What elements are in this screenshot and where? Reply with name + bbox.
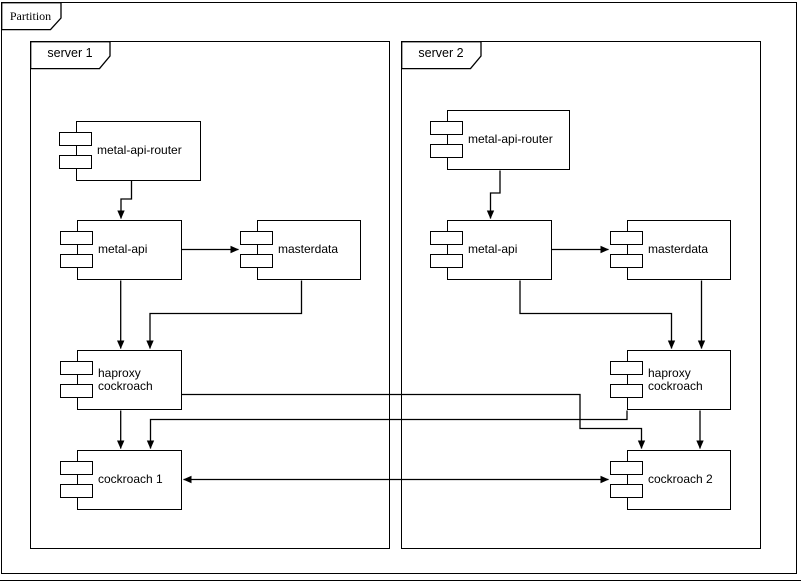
component-port-icon: [610, 484, 643, 498]
server2-label: server 2: [418, 46, 464, 60]
component-s2-metal-api-router: metal-api-router: [430, 110, 570, 170]
server1-label: server 1: [47, 46, 93, 60]
component-port-icon: [430, 144, 463, 158]
component-port-icon: [610, 361, 643, 375]
component-s2-haproxy-cockroach: haproxy cockroach: [610, 350, 731, 410]
component-label: haproxy cockroach: [98, 365, 153, 393]
component-label: haproxy cockroach: [648, 365, 703, 393]
component-port-icon: [60, 384, 93, 398]
server2-frame: [401, 41, 761, 549]
component-port-icon: [430, 231, 463, 245]
component-port-icon: [610, 384, 643, 398]
window-bottom-border: [0, 579, 801, 581]
component-label: metal-api: [468, 242, 518, 257]
component-port-icon: [60, 231, 93, 245]
component-port-icon: [240, 254, 273, 268]
component-s2-metal-api: metal-api: [430, 220, 552, 280]
component-label: cockroach 1: [98, 472, 163, 487]
component-s1-cockroach-1: cockroach 1: [60, 450, 182, 510]
component-label: metal-api-router: [468, 132, 553, 147]
component-s1-masterdata: masterdata: [240, 220, 361, 280]
component-port-icon: [60, 461, 93, 475]
component-port-icon: [430, 121, 463, 135]
component-port-icon: [59, 155, 92, 169]
component-s1-metal-api: metal-api: [60, 220, 182, 280]
component-label: metal-api: [98, 242, 148, 257]
component-label: masterdata: [648, 242, 709, 257]
component-port-icon: [240, 231, 273, 245]
component-port-icon: [60, 484, 93, 498]
component-port-icon: [59, 132, 92, 146]
component-s1-haproxy-cockroach: haproxy cockroach: [60, 350, 182, 410]
component-port-icon: [60, 361, 93, 375]
component-port-icon: [430, 254, 463, 268]
partition-frame: [1, 2, 797, 574]
component-label: masterdata: [278, 242, 339, 257]
server1-frame: [30, 41, 390, 549]
component-s2-cockroach-2: cockroach 2: [610, 450, 731, 510]
component-port-icon: [610, 231, 643, 245]
component-port-icon: [610, 461, 643, 475]
component-s2-masterdata: masterdata: [610, 220, 731, 280]
component-port-icon: [610, 254, 643, 268]
component-label: metal-api-router: [97, 143, 182, 158]
component-s1-metal-api-router: metal-api-router: [59, 121, 201, 181]
component-port-icon: [60, 254, 93, 268]
partition-label: Partition: [9, 9, 52, 23]
component-label: cockroach 2: [648, 472, 713, 487]
